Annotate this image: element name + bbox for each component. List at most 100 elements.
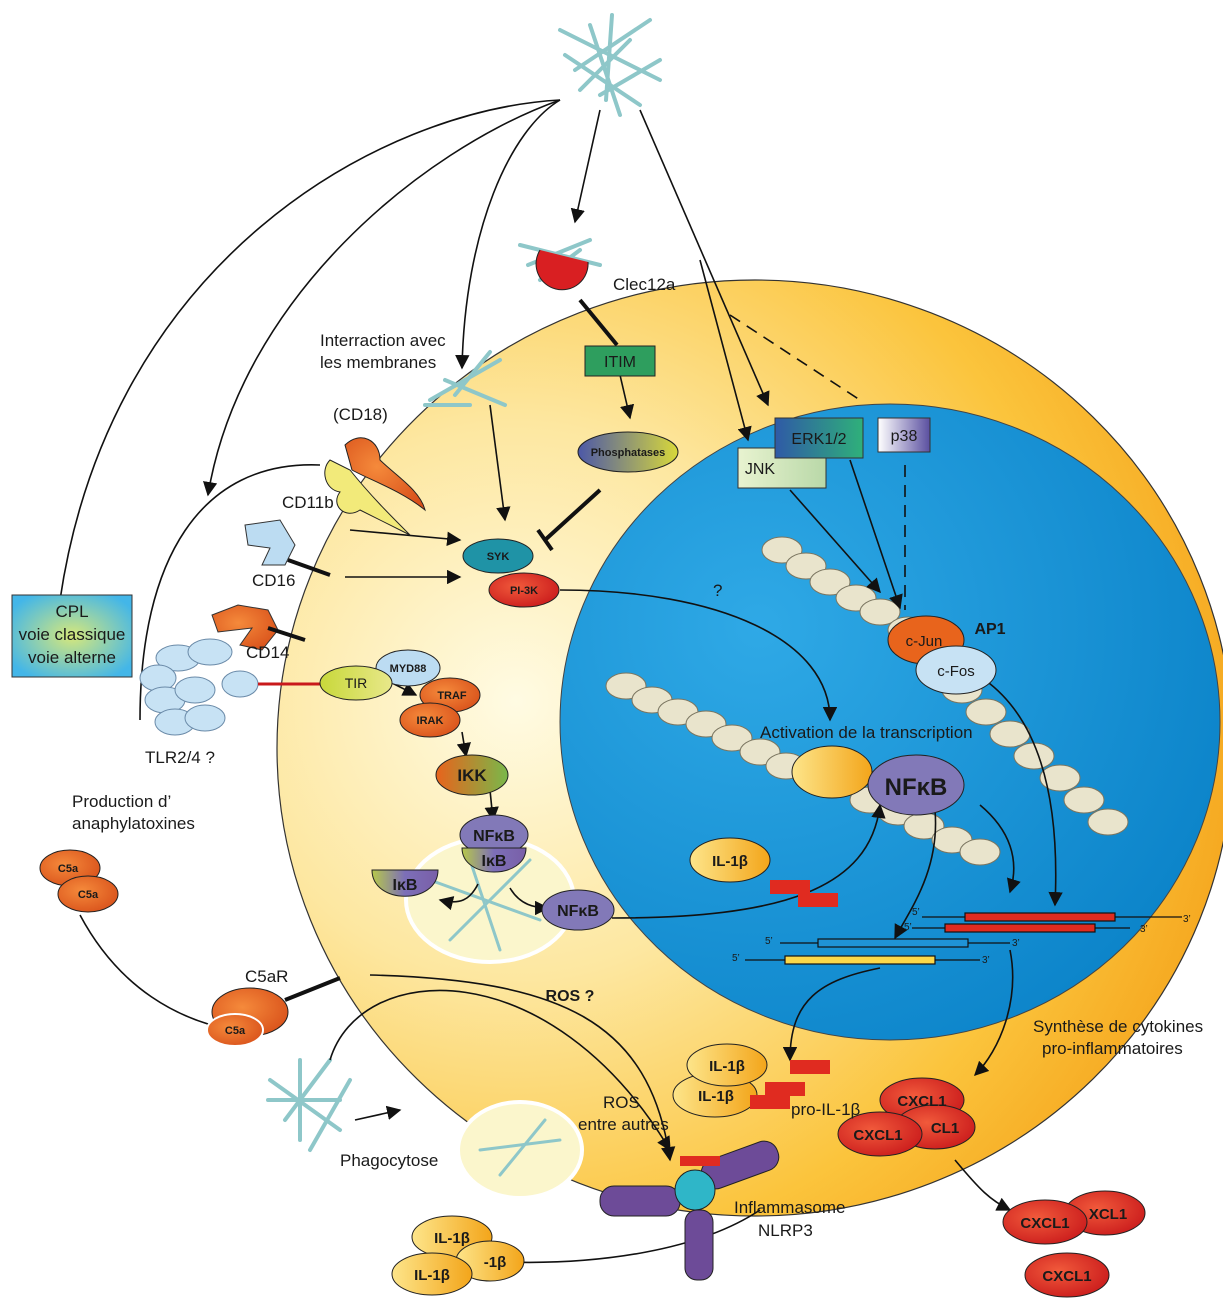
myd88-oval [375,649,441,687]
arrow-jnk-to-ap1 [789,489,881,594]
nfkb-complex-label: NFκB [473,828,515,845]
cxcl1-label-2: CL1 [931,1120,959,1137]
dna1-3prime: 3’ [1183,914,1191,925]
cd18-label: (CD18) [333,405,388,424]
arrow-fiber-to-clec12a [570,109,601,224]
arrow-ros-to-inflammasome [329,989,671,1152]
pi3k-oval [488,572,560,608]
ap1-label: AP1 [974,621,1005,638]
arrow-fiber-to-membrane [455,99,561,370]
dna1-5prime: 5’ [912,907,920,918]
ikb-complex-shape [461,847,527,873]
inflammasome-nlrp3 [599,1140,780,1281]
phosphatases-label: Phosphatases [591,447,666,459]
c5ar-receptor [206,976,341,1047]
pi3k-label: PI-3K [510,585,538,597]
fiber-cluster-top [558,13,662,117]
myd88-label: MYD88 [390,663,427,675]
nfkb-nuclear-label: NFκB [885,774,948,801]
irak-label: IRAK [417,715,444,727]
il1b-label-2: IL-1β [698,1088,734,1105]
tlr-label: TLR2/4 ? [145,748,215,767]
arrow-pi3k-to-activation [559,589,838,722]
pro-il1b-bar-4 [790,1060,830,1074]
arrow-erk-to-ap1 [849,459,903,610]
pro-il1b-bar-5 [750,1095,790,1109]
ikb-complex-label: IκB [482,853,507,870]
c5a-label-1: C5a [58,863,79,875]
cpl-alterne: voie alterne [28,648,116,667]
jnk-label: JNK [745,461,776,478]
arrow-complex-to-ikb [438,883,479,911]
arrow-inflammasome-to-il1b [503,1209,761,1270]
synthese-label-1: Synthèse de cytokines [1033,1017,1203,1036]
erk-label: ERK1/2 [791,431,846,448]
fiber-cluster-phagocytose [266,1058,352,1152]
ros-label-2: entre autres [578,1115,669,1134]
arrow-cd11b-to-syk [349,529,462,546]
arrow-fiber-to-cd11b [203,99,561,497]
cd11b-cd18-receptor [324,437,426,536]
c5ar-label: C5aR [245,967,288,986]
interraction-label-2: les membranes [320,353,436,372]
itim-label: ITIM [604,354,636,371]
dna2-3prime: 3’ [1140,924,1148,935]
c5ar-c5a-label: C5a [225,1025,246,1037]
erk-box [774,417,864,459]
il1b-label-1: IL-1β [712,853,748,870]
il1b-sec-label-1: IL-1β [434,1230,470,1247]
cd11b-label: CD11b [282,493,334,512]
cxcl1-sec-label-1: XCL1 [1089,1206,1127,1223]
arrow-dashed-p38 [729,314,906,610]
il1b-oval-1 [689,837,771,883]
cd14-receptor [211,604,306,651]
cxcl1-sec-label-2: CXCL1 [1020,1215,1069,1232]
cxcl1-label-1: CXCL1 [897,1093,946,1110]
syk-label: SYK [487,551,510,563]
cd16-receptor [244,519,331,577]
arrow-fiber-to-jnk [699,259,752,442]
traf-label: TRAF [437,690,467,702]
itim-box [584,345,656,377]
inhibition-phos-syk [536,488,602,552]
cpl-classique: voie classique [19,625,126,644]
tir-label: TIR [345,675,368,691]
arrow-irak-to-ikk [456,731,471,758]
cd14-label: CD14 [246,643,289,662]
p38-box [877,417,931,453]
c5a-oval-2 [57,875,119,913]
dna2-5prime: 5’ [904,922,912,933]
cfos-oval [915,645,997,695]
dna-genes [745,912,1182,965]
ros-label-1: ROS [603,1093,640,1112]
activation-label: Activation de la transcription [760,723,973,742]
phosphatases-oval [577,431,679,473]
cxcl1-oval-3 [837,1111,923,1157]
il1b-oval-2b [686,1043,768,1087]
cxcl1-sec-label-3: CXCL1 [1042,1268,1091,1285]
arrow-fiber-to-phagosome [354,1105,402,1121]
il1b-secreted-3 [391,1252,473,1296]
ikk-label: IKK [457,766,487,785]
dna4-3prime: 3’ [982,955,990,966]
arrow-c5ar-to-inflammasome [369,974,676,1162]
cxcl1-secreted-3 [1024,1252,1110,1298]
arrow-fiber-to-cpl [59,99,561,601]
question-label: ? [713,581,722,600]
inflammasome-label-2: NLRP3 [758,1221,813,1240]
ikk-oval [435,754,509,796]
dna3-3prime: 3’ [1012,938,1020,949]
arrow-fiber-to-erk [639,109,770,407]
arrow-nfkb-to-dna1 [894,809,937,940]
link-cd18-tlr [139,464,321,721]
interraction-label-1: Interraction avec [320,331,446,350]
tir-oval [319,665,393,701]
tlr-receptor [139,638,259,736]
arrow-dna-to-cxcl1 [973,949,1014,1077]
cpl-title: CPL [55,602,88,621]
arrow-itim-to-phos [619,374,635,420]
synthese-label-2: pro-inflammatoires [1042,1039,1183,1058]
arrow-ap1-to-dna [984,679,1063,907]
c5a-label-2: C5a [78,889,99,901]
